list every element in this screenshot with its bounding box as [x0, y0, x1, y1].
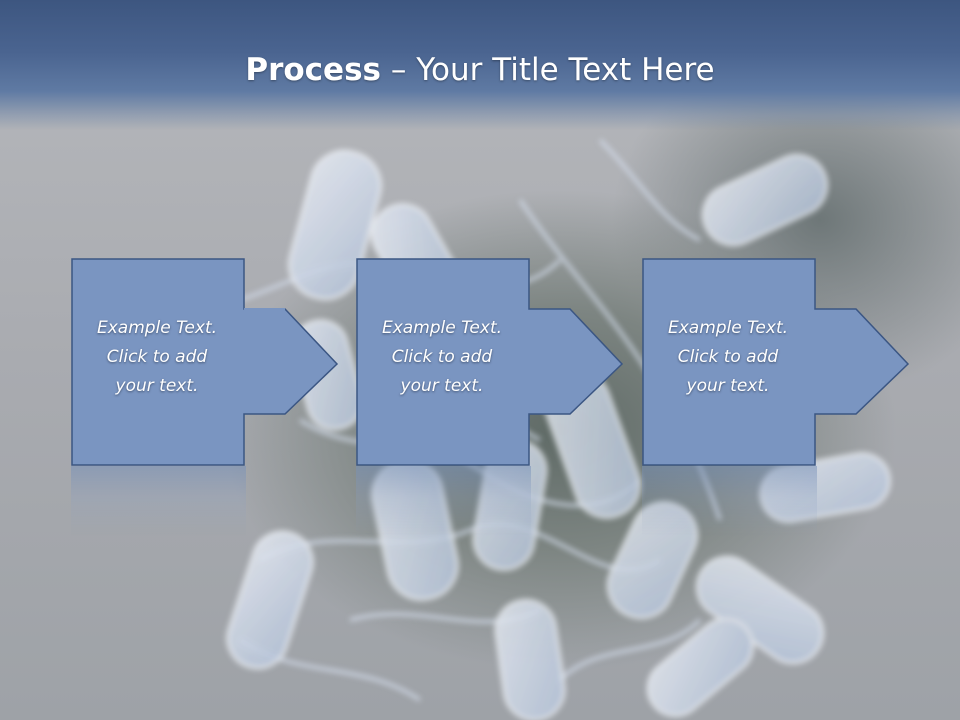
slide-title[interactable]: Process – Your Title Text Here: [0, 52, 960, 88]
process-step-3[interactable]: Example Text. Click to add your text.: [642, 258, 910, 466]
arrow-box-shape: [642, 258, 910, 466]
step-text-line: Example Text.: [667, 318, 789, 338]
title-bold: Process: [245, 52, 381, 88]
step-text-line: Click to add: [677, 347, 779, 367]
process-step-2[interactable]: Example Text. Click to add your text.: [356, 258, 624, 466]
arrow-box-shape: [71, 258, 339, 466]
title-separator: –: [390, 52, 407, 88]
step-3-text: Example Text. Click to add your text.: [642, 314, 814, 401]
arrow-box-shape: [356, 258, 624, 466]
step-text-line: Click to add: [106, 347, 208, 367]
step-text-line: Click to add: [391, 347, 493, 367]
title-bar: [0, 0, 960, 130]
step-text-line: your text.: [400, 376, 484, 396]
step-text-line: Example Text.: [381, 318, 503, 338]
process-step-1[interactable]: Example Text. Click to add your text.: [71, 258, 339, 466]
step-text-line: your text.: [115, 376, 199, 396]
step-1-text: Example Text. Click to add your text.: [71, 314, 243, 401]
step-text-line: your text.: [686, 376, 770, 396]
title-text: Your Title Text Here: [416, 52, 715, 88]
step-text-line: Example Text.: [96, 318, 218, 338]
step-2-text: Example Text. Click to add your text.: [356, 314, 528, 401]
step-3-reflection: [642, 466, 817, 536]
step-1-reflection: [71, 466, 246, 536]
step-2-reflection: [356, 466, 531, 536]
